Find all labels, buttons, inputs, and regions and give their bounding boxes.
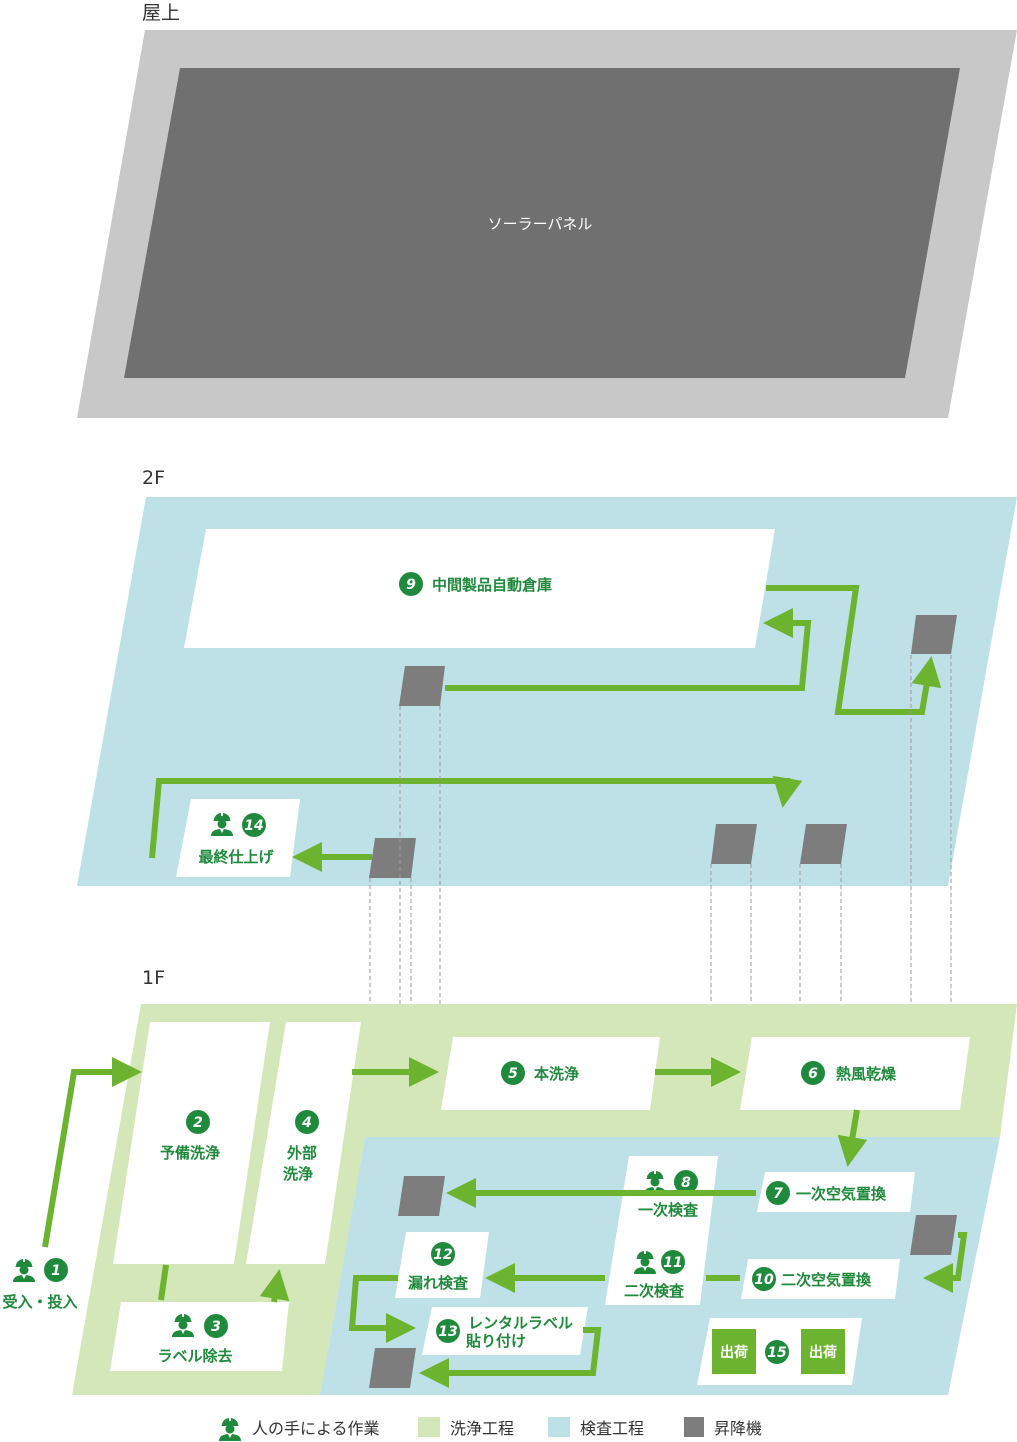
station-4-number: 4 bbox=[301, 1115, 312, 1131]
station-1-label: 受入・投入 bbox=[2, 1293, 77, 1311]
station-13-number: 13 bbox=[438, 1324, 457, 1340]
station-4-box bbox=[246, 1022, 361, 1264]
station-10-number-badge bbox=[752, 1267, 776, 1291]
station-4-label-line2: 洗浄 bbox=[283, 1165, 313, 1183]
station-4-number-badge bbox=[295, 1110, 319, 1134]
station-13-label-line1: レンタルラベル bbox=[468, 1314, 573, 1332]
station-2-box bbox=[113, 1022, 270, 1264]
station-2-number: 2 bbox=[193, 1115, 203, 1131]
station-1-worker-icon bbox=[13, 1258, 35, 1282]
second-floor-label: 2F bbox=[142, 467, 165, 489]
station-9-number: 9 bbox=[406, 577, 416, 593]
station-5-number: 5 bbox=[508, 1066, 518, 1082]
legend-wash-swatch bbox=[418, 1417, 440, 1437]
station-8-number-badge bbox=[674, 1170, 698, 1194]
station-9-box bbox=[184, 529, 775, 648]
station-9-number-badge bbox=[399, 572, 423, 596]
station-7-number-badge bbox=[766, 1181, 790, 1205]
legend-worker-icon bbox=[219, 1417, 241, 1441]
station-12-number: 12 bbox=[433, 1247, 452, 1263]
elevator-1f-c bbox=[369, 1348, 416, 1388]
station-12-number-badge bbox=[431, 1242, 455, 1266]
shipping-right-label: 出荷 bbox=[809, 1344, 837, 1361]
station-11-label: 二次検査 bbox=[624, 1282, 685, 1300]
shipping-left-box bbox=[712, 1329, 756, 1374]
station-5-box bbox=[441, 1037, 660, 1110]
station-3-number: 3 bbox=[211, 1319, 221, 1335]
elevator-2f-b bbox=[911, 615, 957, 654]
station-11-number: 11 bbox=[663, 1255, 682, 1271]
elevator-1f-a bbox=[398, 1176, 445, 1216]
station-3-box bbox=[110, 1302, 289, 1371]
station-6-label: 熱風乾燥 bbox=[836, 1065, 897, 1083]
station-13-label-line2: 貼り付け bbox=[466, 1332, 526, 1350]
station-13-number-badge bbox=[436, 1319, 460, 1343]
legend-inspect-swatch bbox=[548, 1417, 570, 1437]
shipping-left-label: 出荷 bbox=[720, 1344, 748, 1361]
legend-wash-label: 洗浄工程 bbox=[450, 1419, 514, 1438]
station-3-label: ラベル除去 bbox=[157, 1347, 232, 1365]
station-11-number-badge bbox=[661, 1250, 685, 1274]
station-9-label: 中間製品自動倉庫 bbox=[432, 576, 552, 594]
legend-elevator-swatch bbox=[684, 1417, 704, 1437]
station-3-number-badge bbox=[204, 1314, 228, 1338]
station-6-number: 6 bbox=[808, 1066, 818, 1082]
station-5-number-badge bbox=[501, 1061, 525, 1085]
elevator-2f-d bbox=[711, 824, 757, 864]
station-1-number-badge bbox=[44, 1258, 68, 1282]
station-15-number-badge bbox=[765, 1340, 789, 1364]
station-6-box bbox=[740, 1037, 970, 1110]
elevator-2f-c bbox=[369, 838, 416, 878]
station-6-number-badge bbox=[801, 1061, 825, 1085]
legend-manual-label: 人の手による作業 bbox=[252, 1419, 380, 1438]
station-4-label-line1: 外部 bbox=[286, 1144, 317, 1162]
station-7-label: 一次空気置換 bbox=[796, 1185, 887, 1203]
station-14-number-badge bbox=[242, 813, 266, 837]
solar-panel-label: ソーラーパネル bbox=[488, 215, 593, 233]
station-8-number: 8 bbox=[681, 1175, 691, 1191]
legend: 人の手による作業 洗浄工程 検査工程 昇降機 bbox=[219, 1417, 762, 1441]
elevator-2f-a bbox=[399, 666, 445, 706]
roof-floor-label: 屋上 bbox=[142, 2, 180, 24]
flow-arrows-1f bbox=[42, 1057, 968, 1388]
station-10-number: 10 bbox=[754, 1272, 774, 1288]
station-8-label: 一次検査 bbox=[638, 1201, 699, 1219]
station-7-box bbox=[757, 1172, 915, 1212]
elevator-2f-e bbox=[800, 824, 847, 864]
station-10-box bbox=[741, 1259, 900, 1299]
first-floor-label: 1F bbox=[142, 967, 165, 989]
solar-panel bbox=[124, 68, 960, 378]
station-12-label: 漏れ検査 bbox=[408, 1274, 469, 1292]
station-15-number: 15 bbox=[767, 1345, 787, 1361]
station-2-label: 予備洗浄 bbox=[160, 1144, 220, 1162]
station-7-number: 7 bbox=[773, 1186, 783, 1202]
station-1-number: 1 bbox=[51, 1263, 61, 1279]
station-14-box bbox=[176, 799, 300, 877]
legend-inspect-label: 検査工程 bbox=[580, 1419, 644, 1438]
shipping-right-box bbox=[801, 1329, 845, 1374]
station-13-box bbox=[422, 1307, 588, 1355]
elevator-1f-b bbox=[910, 1215, 957, 1255]
flow-arrows-2f bbox=[149, 585, 942, 872]
station-14-label: 最終仕上げ bbox=[198, 848, 274, 866]
station-2-number-badge bbox=[186, 1110, 210, 1134]
legend-elevator-label: 昇降機 bbox=[714, 1419, 762, 1438]
station-5-label: 本洗浄 bbox=[534, 1065, 579, 1083]
station-14-number: 14 bbox=[244, 818, 263, 834]
station-10-label: 二次空気置換 bbox=[781, 1271, 872, 1289]
